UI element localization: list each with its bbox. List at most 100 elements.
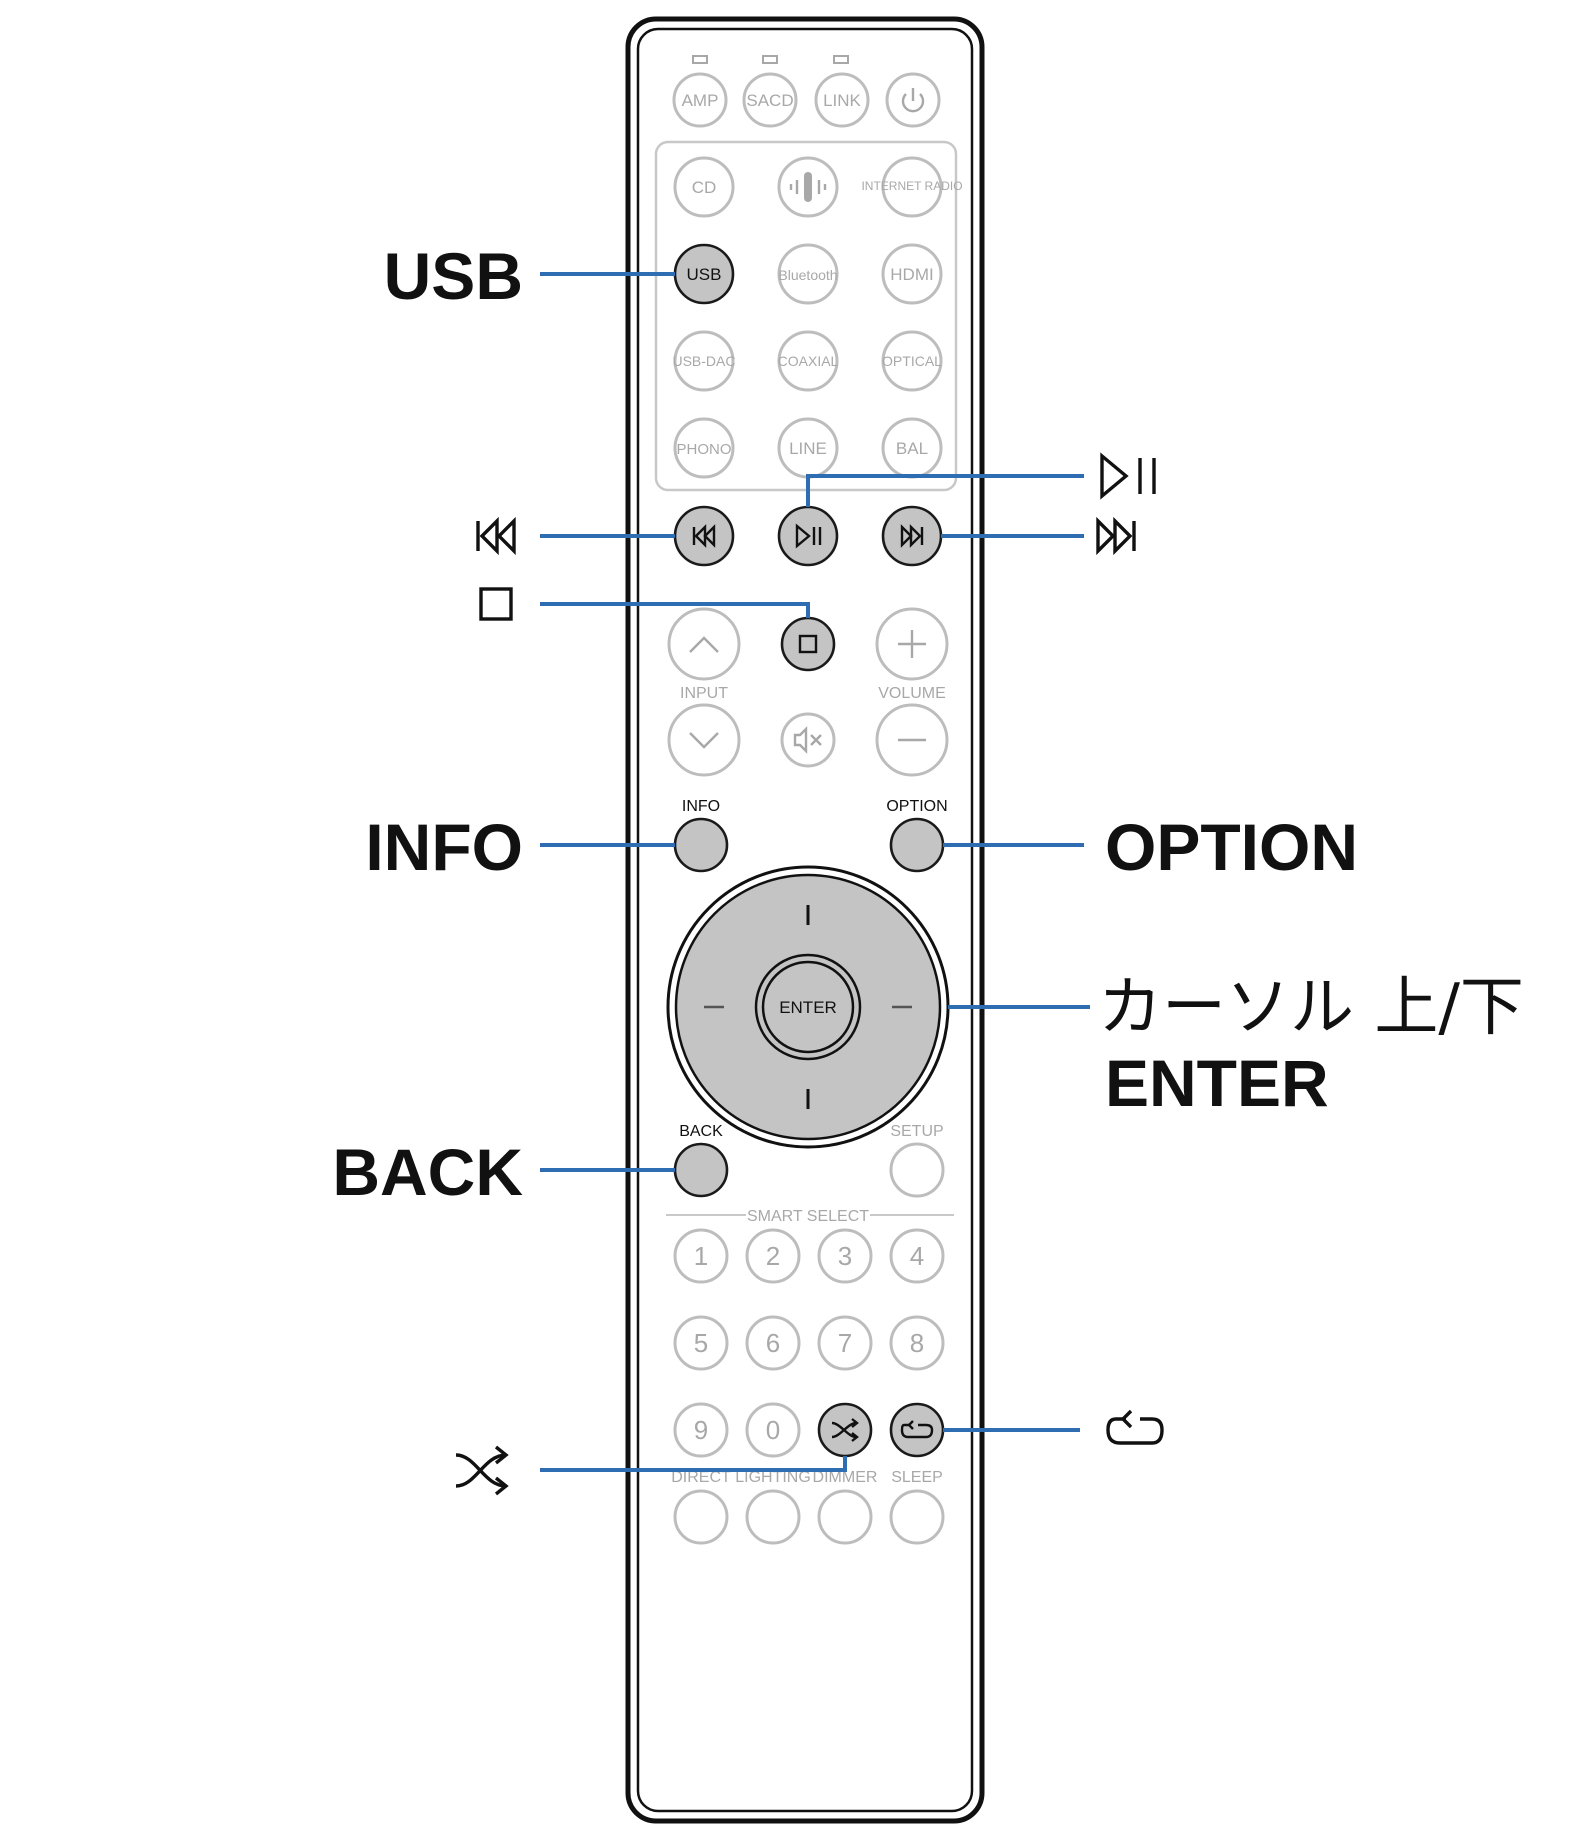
heos-button[interactable] (777, 156, 839, 218)
stop-icon (479, 587, 513, 621)
dimmer-label: DIMMER (813, 1469, 878, 1486)
svg-text:USB: USB (687, 265, 722, 284)
stop-button[interactable] (780, 616, 836, 672)
amp-button[interactable]: AMP (672, 72, 728, 128)
input-label: INPUT (680, 685, 728, 702)
mute-button[interactable] (780, 712, 836, 768)
number-0-button[interactable]: 0 (745, 1402, 801, 1458)
skip-forward-icon (1096, 516, 1136, 556)
leader-lines (540, 272, 1090, 1472)
direct-button[interactable] (673, 1489, 729, 1545)
number-3-button[interactable]: 3 (817, 1228, 873, 1284)
svg-text:OPTICAL: OPTICAL (882, 353, 942, 369)
svg-text:8: 8 (910, 1328, 924, 1358)
play-pause-button[interactable] (777, 505, 839, 567)
lighting-label: LIGHTING (735, 1469, 811, 1486)
svg-text:LINK: LINK (823, 91, 861, 110)
chevron-down-icon (689, 732, 719, 749)
callout-enter: ENTER (1105, 1046, 1329, 1120)
callout-back: BACK (332, 1135, 523, 1209)
dimmer-button[interactable] (817, 1489, 873, 1545)
usb-dac-button[interactable]: USB-DAC (672, 330, 736, 392)
number-2-button[interactable]: 2 (745, 1228, 801, 1284)
repeat-button[interactable] (889, 1402, 945, 1458)
input-down-button[interactable] (667, 703, 741, 777)
svg-text:9: 9 (694, 1415, 708, 1445)
volume-up-button[interactable] (875, 607, 949, 681)
lighting-button[interactable] (745, 1489, 801, 1545)
skip-back-icon (692, 524, 716, 548)
svg-text:1: 1 (694, 1241, 708, 1271)
mute-icon (793, 726, 822, 754)
back-button[interactable] (673, 1142, 729, 1198)
stop-icon (798, 634, 818, 654)
info-button[interactable] (673, 817, 729, 873)
usb-button[interactable]: USB (673, 243, 735, 305)
callout-option: OPTION (1105, 810, 1358, 884)
sacd-button[interactable]: SACD (742, 72, 798, 128)
number-6-button[interactable]: 6 (745, 1315, 801, 1371)
power-button[interactable] (885, 72, 941, 128)
setup-button[interactable] (889, 1142, 945, 1198)
back-label: BACK (679, 1123, 723, 1140)
skip-back-icon (476, 516, 516, 556)
svg-text:CD: CD (692, 178, 717, 197)
shuffle-button[interactable] (817, 1402, 873, 1458)
internet-radio-button[interactable]: INTERNET RADIO (861, 156, 963, 218)
svg-text:Bluetooth: Bluetooth (778, 267, 837, 283)
skip-forward-icon (900, 524, 924, 548)
sleep-button[interactable] (889, 1489, 945, 1545)
heos-icon (789, 172, 827, 202)
enter-button[interactable]: ENTER (754, 953, 862, 1061)
svg-text:INTERNET RADIO: INTERNET RADIO (861, 179, 962, 193)
callout-cursor-up-down: カーソル 上/下 (1098, 971, 1524, 1045)
svg-text:3: 3 (838, 1241, 852, 1271)
info-label: INFO (682, 798, 720, 815)
repeat-icon (900, 1420, 934, 1439)
phono-button[interactable]: PHONO (673, 417, 735, 479)
number-7-button[interactable]: 7 (817, 1315, 873, 1371)
svg-text:2: 2 (766, 1241, 780, 1271)
option-label: OPTION (886, 798, 947, 815)
hdmi-button[interactable]: HDMI (881, 243, 943, 305)
number-1-button[interactable]: 1 (673, 1228, 729, 1284)
play-pause-icon (1100, 452, 1156, 500)
svg-text:LINE: LINE (789, 439, 827, 458)
line-button[interactable]: LINE (777, 417, 839, 479)
link-button[interactable]: LINK (814, 72, 870, 128)
plus-icon (898, 630, 926, 658)
skip-forward-button[interactable] (881, 505, 943, 567)
shuffle-icon (455, 1445, 509, 1496)
input-up-button[interactable] (667, 607, 741, 681)
repeat-icon (1106, 1409, 1164, 1445)
svg-text:USB-DAC: USB-DAC (672, 353, 735, 369)
bluetooth-button[interactable]: Bluetooth (777, 243, 839, 305)
chevron-up-icon (689, 636, 719, 653)
coaxial-button[interactable]: COAXIAL (777, 330, 839, 392)
callout-info: INFO (365, 810, 523, 884)
play-pause-icon (795, 523, 822, 549)
svg-text:7: 7 (838, 1328, 852, 1358)
smart-select-label: SMART SELECT (747, 1208, 869, 1225)
cd-button[interactable]: CD (673, 156, 735, 218)
option-button[interactable] (889, 817, 945, 873)
number-4-button[interactable]: 4 (889, 1228, 945, 1284)
svg-text:AMP: AMP (682, 91, 719, 110)
svg-text:HDMI: HDMI (890, 265, 933, 284)
setup-label: SETUP (890, 1123, 943, 1140)
svg-text:0: 0 (766, 1415, 780, 1445)
svg-text:4: 4 (910, 1241, 924, 1271)
number-5-button[interactable]: 5 (673, 1315, 729, 1371)
svg-text:COAXIAL: COAXIAL (778, 353, 839, 369)
number-9-button[interactable]: 9 (673, 1402, 729, 1458)
number-8-button[interactable]: 8 (889, 1315, 945, 1371)
sleep-label: SLEEP (891, 1469, 943, 1486)
power-icon (901, 88, 925, 113)
svg-text:PHONO: PHONO (676, 441, 731, 458)
volume-down-button[interactable] (875, 703, 949, 777)
optical-button[interactable]: OPTICAL (881, 330, 943, 392)
bal-button[interactable]: BAL (881, 417, 943, 479)
callout-usb: USB (384, 239, 523, 313)
skip-back-button[interactable] (673, 505, 735, 567)
